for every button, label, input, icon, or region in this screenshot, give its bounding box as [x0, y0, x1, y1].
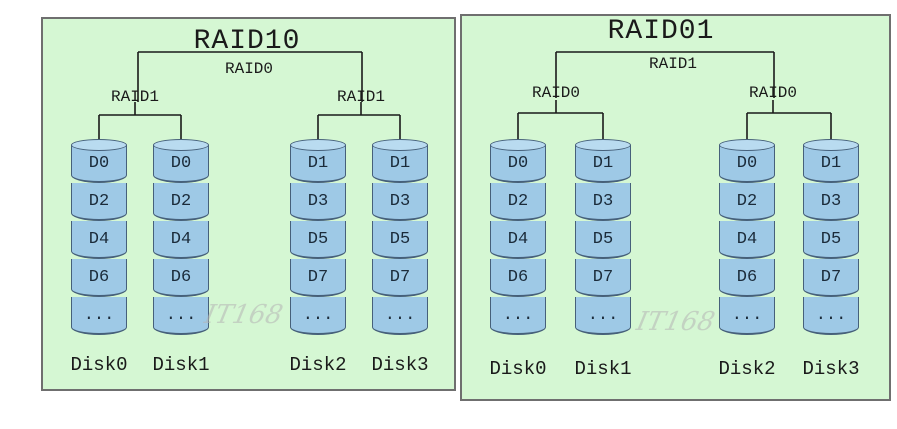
disk-block: D1	[803, 145, 859, 183]
disk-top-cap	[372, 139, 428, 151]
disk-block: D7	[575, 259, 631, 297]
disk-block: D3	[803, 183, 859, 221]
disk-block: ...	[719, 297, 775, 335]
disk-top-cap	[290, 139, 346, 151]
disk-block: D4	[719, 221, 775, 259]
disk-block: ...	[290, 297, 346, 335]
left-top-level-label: RAID0	[224, 60, 274, 78]
disk-block: ...	[490, 297, 546, 335]
disk-name-label: Disk3	[371, 354, 429, 376]
disk-block: D3	[290, 183, 346, 221]
disk-block: D4	[71, 221, 127, 259]
disk-top-cap	[490, 139, 546, 151]
right-group-label: RAID0	[531, 84, 581, 102]
disk-block: ...	[153, 297, 209, 335]
disk-block: ...	[71, 297, 127, 335]
right-diagram-title: RAID01	[607, 16, 715, 47]
disk-block: ...	[803, 297, 859, 335]
disk-block: D1	[290, 145, 346, 183]
disk-name-label: Disk0	[489, 358, 547, 380]
disk-block: D2	[490, 183, 546, 221]
disk-block: D7	[803, 259, 859, 297]
disk-name-label: Disk2	[289, 354, 347, 376]
disk-block: D3	[372, 183, 428, 221]
disk-block: D4	[490, 221, 546, 259]
disk-block: D6	[490, 259, 546, 297]
disk-top-cap	[719, 139, 775, 151]
disk-top-cap	[153, 139, 209, 151]
left-group-label: RAID1	[110, 88, 160, 106]
disk-block: D2	[71, 183, 127, 221]
disk-top-cap	[575, 139, 631, 151]
disk-top-cap	[803, 139, 859, 151]
watermark-logo: IT168	[633, 307, 718, 337]
disk-block: D1	[575, 145, 631, 183]
disk-top-cap	[71, 139, 127, 151]
disk-name-label: Disk1	[574, 358, 632, 380]
disk-block: D6	[71, 259, 127, 297]
disk-block: D7	[372, 259, 428, 297]
disk-block: D7	[290, 259, 346, 297]
disk-block: D0	[153, 145, 209, 183]
disk-name-label: Disk2	[718, 358, 776, 380]
disk-block: D5	[575, 221, 631, 259]
disk-block: D5	[803, 221, 859, 259]
disk-block: ...	[372, 297, 428, 335]
disk-block: D5	[290, 221, 346, 259]
disk-block: D2	[719, 183, 775, 221]
disk-block: D0	[719, 145, 775, 183]
disk-block: D4	[153, 221, 209, 259]
disk-name-label: Disk3	[802, 358, 860, 380]
left-diagram-title: RAID10	[193, 26, 301, 57]
disk-block: D0	[71, 145, 127, 183]
disk-name-label: Disk1	[152, 354, 210, 376]
disk-block: D1	[372, 145, 428, 183]
left-group-label: RAID1	[336, 88, 386, 106]
disk-block: D5	[372, 221, 428, 259]
disk-block: ...	[575, 297, 631, 335]
disk-block: D6	[719, 259, 775, 297]
disk-block: D0	[490, 145, 546, 183]
disk-name-label: Disk0	[70, 354, 128, 376]
disk-block: D3	[575, 183, 631, 221]
disk-block: D2	[153, 183, 209, 221]
watermark-logo: IT168	[201, 300, 286, 330]
disk-block: D6	[153, 259, 209, 297]
right-top-level-label: RAID1	[648, 55, 698, 73]
right-group-label: RAID0	[748, 84, 798, 102]
